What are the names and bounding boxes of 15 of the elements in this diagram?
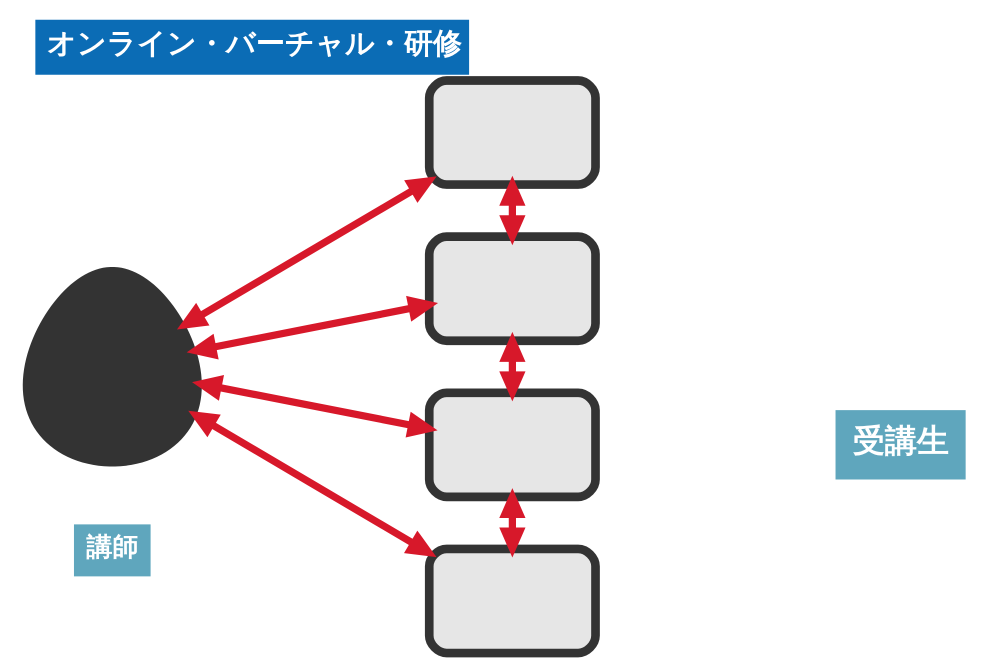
node-label: 講師 xyxy=(86,532,138,562)
node-box xyxy=(424,232,600,346)
node-person xyxy=(22,267,202,467)
arrow xyxy=(176,176,436,330)
arrow xyxy=(192,375,438,438)
diagram-title: オンライン・バーチャル・研修 xyxy=(46,26,462,60)
node-box xyxy=(424,76,600,189)
node-box xyxy=(424,388,600,502)
arrow xyxy=(498,488,525,558)
node-box xyxy=(424,544,600,658)
arrow xyxy=(498,176,525,246)
arrow xyxy=(498,332,525,402)
arrow xyxy=(186,296,438,360)
arrow xyxy=(188,410,436,558)
label: 受講生 xyxy=(852,422,948,460)
